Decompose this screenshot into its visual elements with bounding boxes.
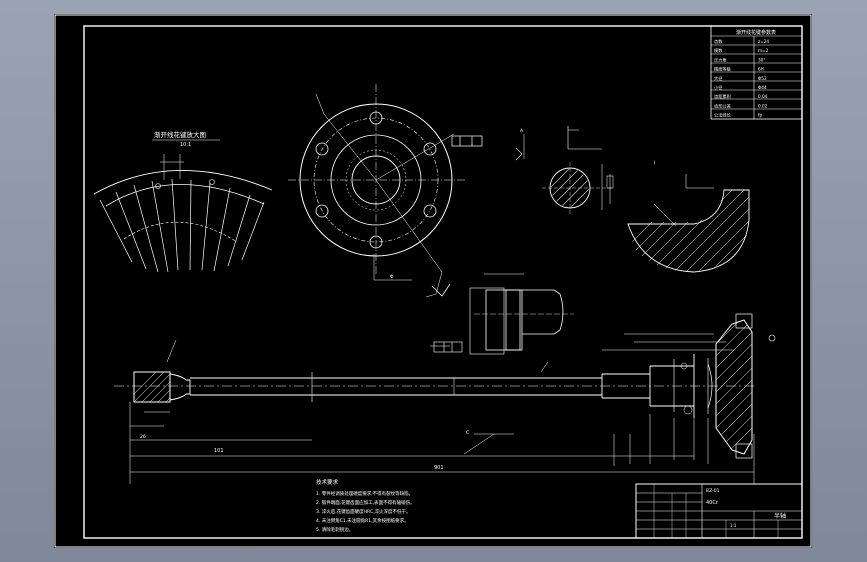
param-value: Φ52 [758,76,767,81]
param-value: 30° [758,57,765,62]
param-name: 齿距累积 [714,93,731,100]
param-name: 大径 [714,75,722,82]
keyway-section-view: A [515,126,614,214]
tech-req-line: 1. 零件经调质处理硬度要求,不得有裂纹等缺陷。 [316,490,413,497]
param-value: 0.02 [758,103,768,108]
flange-end-view: Φ [288,84,483,298]
flange-dim-a: Φ [390,274,394,280]
param-name: 压力角 [714,56,727,63]
cad-drawing: 渐开线花键参数表 齿数 z=24 模数 m=2 压力角 30° 精度等级 6H 大径 Φ52 小径 Φ… [54,14,812,548]
drawing-sheet: 渐开线花键参数表 齿数 z=24 模数 m=2 压力角 30° 精度等级 6H 大径 Φ52 小径 Φ… [54,14,812,548]
spline-detail-view: 渐开线花键放大图 10:1 [93,130,273,273]
spline-param-table: 渐开线花键参数表 齿数 z=24 模数 m=2 压力角 30° 精度等级 6H 大径 Φ52 小径 Φ… [710,25,803,120]
tech-req-title: 技术要求 [316,478,339,486]
title-block-part-name: 半轴 [774,512,786,520]
shaft-length-label: 101 [214,448,224,454]
title-block [635,483,803,539]
shaft-total-length: 901 [434,465,444,471]
title-block-material: 40Cr [706,500,719,506]
param-value: m=2 [758,48,769,53]
param-name: 齿形公差 [714,102,731,109]
param-value: Φ44 [758,85,767,90]
param-name: 齿数 [714,38,723,45]
inner-border [83,25,803,539]
param-table-title: 渐开线花键参数表 [736,29,776,36]
param-value: fp [758,113,762,118]
tech-req-line: 2. 锻件端面,花键齿面应加工,表面不得有磕碰伤。 [316,499,415,506]
title-block-drawing-no: BZ-01 [706,488,720,494]
tech-req-line: 4. 未注倒角C1,未注圆角R1,其余按图纸要求。 [316,517,409,524]
param-name: 精度等级 [714,66,732,73]
param-name: 模数 [714,47,723,54]
param-value: 6H [758,67,764,72]
tech-req-line: 5. 清除毛刺锐边。 [316,526,353,533]
param-value: 0.04 [758,94,768,99]
spline-detail-scale: 10:1 [180,142,191,148]
shaft-dimensions [129,333,755,484]
param-value: z=24 [758,39,769,44]
tech-requirements: 技术要求 1. 零件经调质处理硬度要求,不得有裂纹等缺陷。 2. 锻件端面,花键齿… [316,478,415,533]
fillet-detail-view: I [627,160,750,273]
datum-frame-main [433,341,463,353]
spline-detail-title: 渐开线花键放大图 [154,130,206,139]
tech-req-line: 3. 淬火后,花键齿面硬度HRC,淬火深度不低于。 [316,508,411,515]
outer-border [54,14,812,548]
svg-text:A: A [520,128,524,134]
spline-partial-view [469,273,574,355]
param-name: 小径 [714,84,722,91]
svg-text:I: I [654,160,655,166]
shaft-main-view [114,313,776,459]
shaft-end-dim: 26 [140,434,146,440]
param-name: 公法线长 [714,112,732,119]
section-label: C [466,430,469,436]
title-block-scale: 1:1 [730,523,737,528]
